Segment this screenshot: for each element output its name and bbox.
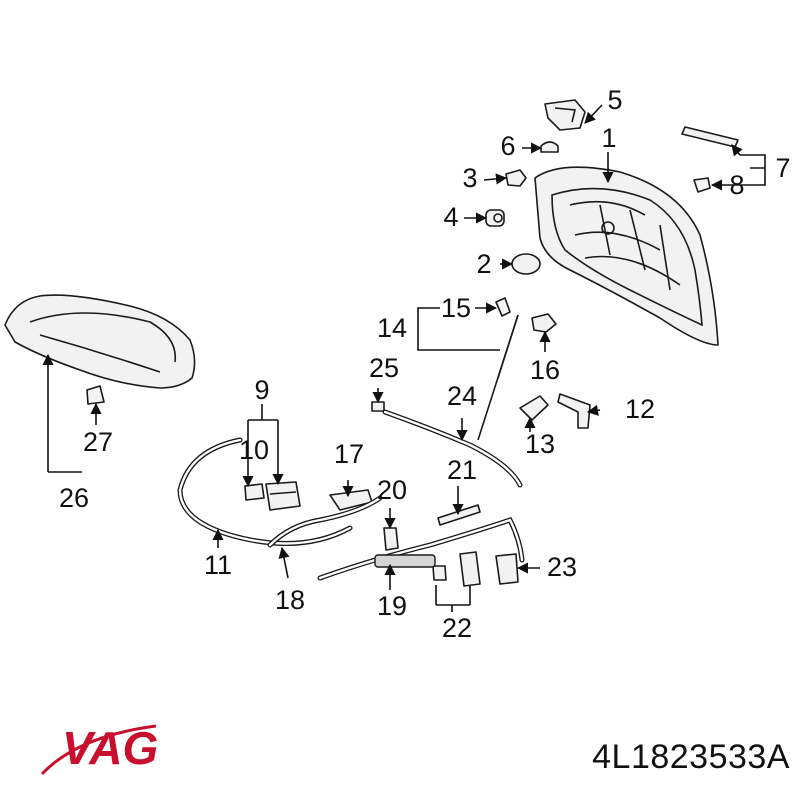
buffer-part-6 [540,141,559,153]
cable-part-19 [317,516,525,581]
svg-text:VAG: VAG [62,722,158,774]
cable-part-18 [267,495,383,548]
clip-part-25 [371,401,385,412]
callout-1: 1 [601,123,616,153]
callout-9: 9 [254,375,269,405]
clip-part-27 [86,385,105,405]
callout-10: 10 [239,435,269,465]
latch-part-10 [244,483,265,501]
callout-19: 19 [377,591,407,621]
callout-3: 3 [462,163,477,193]
lock-part-9 [265,481,301,511]
callout-23: 23 [547,552,577,582]
bracket-part-15 [495,297,511,317]
bracket-part-22 [432,551,481,587]
insulation-pad [4,294,196,389]
clip-part-8 [693,177,711,193]
seal-part-24 [382,409,523,488]
hinge-part-5 [544,99,586,131]
callout-16: 16 [530,355,560,385]
callout-8: 8 [729,170,744,200]
callout-27: 27 [83,427,113,457]
seal-strip-part-7 [681,126,739,148]
seal-part-11 [177,437,353,547]
callout-25: 25 [369,353,399,383]
callout-5: 5 [607,85,622,115]
bracket-part-13 [519,395,549,421]
gas-strut-part-14 [477,314,519,441]
callout-26: 26 [59,483,89,513]
callout-21: 21 [447,455,477,485]
callout-4: 4 [443,202,458,232]
callout-11: 11 [204,550,232,580]
callout-14: 14 [377,313,407,343]
clip-part-20 [383,527,399,551]
callout-7: 7 [775,153,790,183]
callout-6: 6 [500,131,515,161]
callout-17: 17 [334,439,364,469]
bracket-part-12 [557,393,591,429]
callout-18: 18 [275,585,305,615]
callout-12: 12 [625,394,655,424]
pin-part-16 [531,313,557,333]
callout-2: 2 [476,249,491,279]
callout-24: 24 [447,381,477,411]
guide-part-21 [437,504,481,526]
grommet-part-2 [511,253,541,275]
hood-panel [534,166,719,346]
part-number: 4L1823533A [592,738,790,776]
bracket-part-23 [495,553,519,585]
stop-part-4 [485,209,505,227]
vag-logo: VAG [40,722,158,776]
leader-lines [42,104,766,612]
callout-15: 15 [441,293,471,323]
callout-13: 13 [525,429,555,459]
callout-22: 22 [442,613,472,643]
bolt-part-3 [505,169,527,187]
callout-20: 20 [377,475,407,505]
